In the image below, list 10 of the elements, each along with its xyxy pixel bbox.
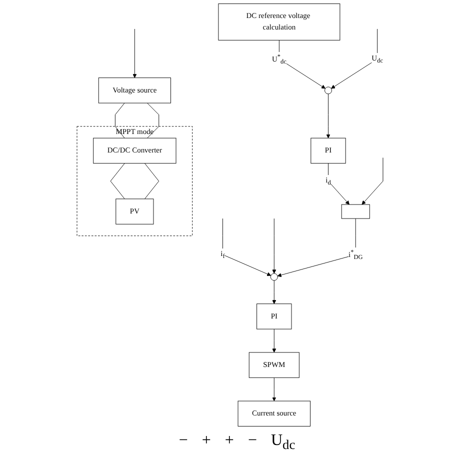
signal-label: +	[202, 432, 211, 451]
signal-label: −	[248, 432, 257, 451]
connector	[114, 102, 125, 138]
signal-label: U$_{dc}$	[270, 432, 296, 454]
node-circle	[270, 273, 278, 281]
node-box	[341, 204, 370, 219]
signal-label: −	[178, 432, 188, 451]
signal-label: +	[224, 432, 234, 451]
node-circle	[324, 86, 332, 94]
connector	[147, 102, 160, 138]
